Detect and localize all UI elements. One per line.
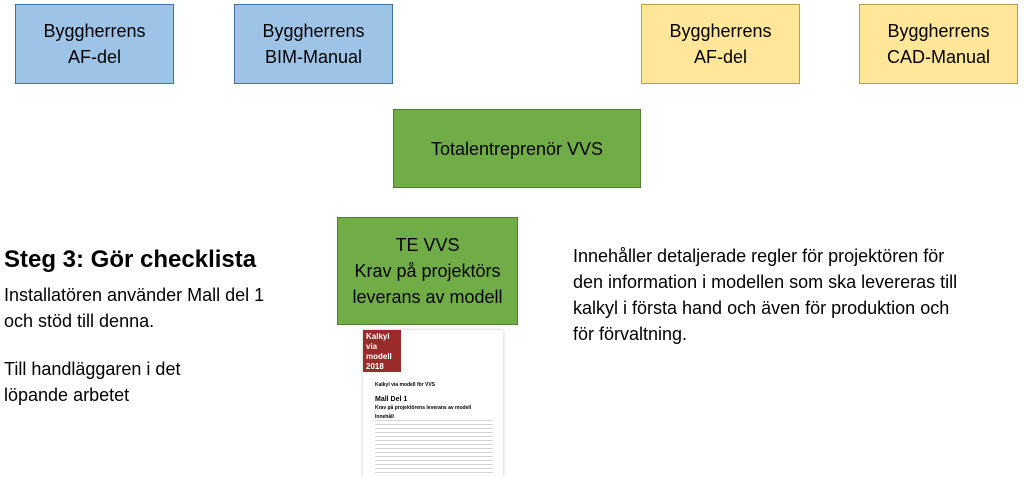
toc-line [375,460,493,461]
box-label: AF-del [67,47,121,67]
toc-line [375,472,493,473]
toc-line [375,424,493,425]
toc-line [375,468,493,469]
box-label: CAD-Manual [886,47,991,67]
box-label: Byggherrens [887,21,990,41]
toc-line [375,452,493,453]
badge-text: 2018 [366,362,384,371]
toc-line [375,464,493,465]
document-subheader: Kalkyl via modell för VVS [375,382,436,388]
badge-text: via [366,342,378,351]
toc-line [375,432,493,433]
byggherrens-af-del-box-blue: Byggherrens AF-del [15,4,174,84]
totalentreprenor-vvs-box: Totalentreprenör VVS [393,109,641,188]
box-label: AF-del [693,47,747,67]
badge-text: modell [366,352,392,361]
toc-line [375,420,493,421]
toc-line [375,448,493,449]
right-text-line: kalkyl i första hand och även för produk… [573,298,950,318]
left-text-line: och stöd till denna. [4,311,155,331]
box-label: Krav på projektörs [354,261,501,281]
document-thumbnail: Kalkyl via modell 2018 Kalkyl via modell… [363,330,503,477]
left-text-line: Till handläggaren i det [4,359,181,379]
badge-text: Kalkyl [366,332,390,341]
step-heading: Steg 3: Gör checklista [4,246,257,273]
te-vvs-box: TE VVS Krav på projektörs leverans av mo… [337,217,518,325]
box-label: Byggherrens [262,21,365,41]
byggherrens-af-del-box-yellow: Byggherrens AF-del [641,4,800,84]
box-label: TE VVS [395,235,460,255]
document-title: Mall Del 1 [375,396,408,403]
toc-line [375,440,493,441]
document-badge: Kalkyl via modell 2018 [363,330,401,372]
left-text-line: löpande arbetet [4,385,130,405]
byggherrens-cad-manual-box: Byggherrens CAD-Manual [859,4,1018,84]
byggherrens-bim-manual-box: Byggherrens BIM-Manual [234,4,393,84]
document-subtitle: Krav på projektörens leverans av modell [375,405,472,411]
left-text-line: Installatören använder Mall del 1 [4,285,265,305]
right-description: Innehåller detaljerade regler för projek… [573,243,957,347]
document-toc-title: Innehåll [375,414,394,420]
left-note: Till handläggaren i det löpande arbetet [4,356,180,408]
right-text-line: för förvaltning. [573,324,688,344]
toc-line [375,436,493,437]
toc-line [375,456,493,457]
right-text-line: den information i modellen som ska lever… [573,272,958,292]
toc-line [375,444,493,445]
toc-line [375,428,493,429]
box-label: leverans av modell [352,287,503,307]
box-label: BIM-Manual [264,47,363,67]
left-description: Installatören använder Mall del 1 och st… [4,282,264,334]
box-label: Byggherrens [669,21,772,41]
right-text-line: Innehåller detaljerade regler för projek… [573,246,945,266]
document-toc-lines [375,420,493,476]
box-label: Byggherrens [43,21,146,41]
box-label: Totalentreprenör VVS [430,138,604,159]
